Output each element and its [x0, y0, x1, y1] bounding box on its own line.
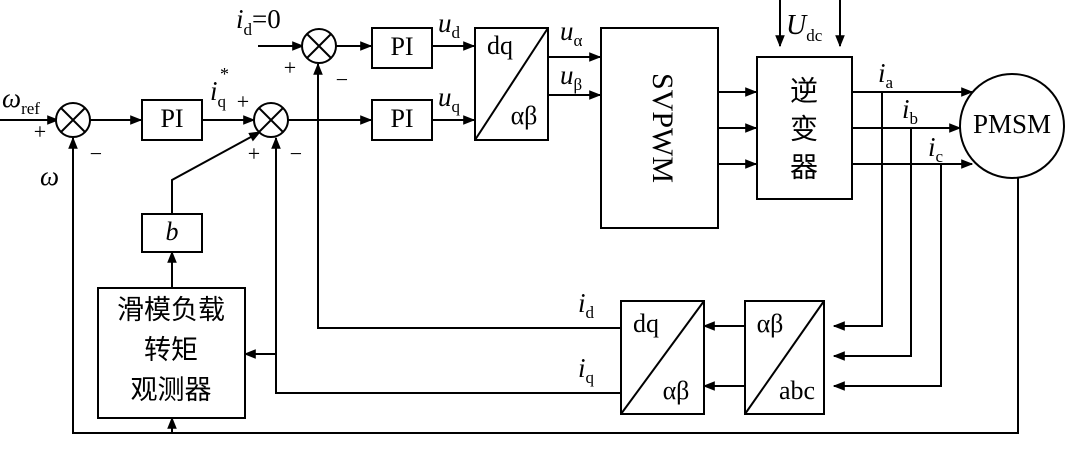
- summing-junction-speed: [55, 102, 91, 138]
- gain-b-label: b: [166, 217, 179, 246]
- inverter-block: 逆 变 器: [756, 56, 853, 200]
- iq-feedback-wire: [271, 136, 620, 394]
- inv-park-top-label: dq: [633, 309, 659, 338]
- ib-feedback-wire: [832, 128, 912, 361]
- clarke-bottom-label: abc: [779, 376, 815, 405]
- observer-label-3: 观测器: [131, 375, 212, 405]
- observer-label-1: 滑模负载: [117, 295, 225, 325]
- omega-feedback-label: ω: [40, 161, 59, 191]
- iq-feedback-label: iq: [578, 353, 595, 387]
- svpwm-block: SVPWM: [600, 27, 719, 229]
- id-ref-label: id=0: [236, 4, 281, 39]
- id-feedback-wire: [313, 62, 620, 329]
- ud-label: ud: [438, 8, 461, 42]
- pmsm-motor: PMSM: [959, 73, 1065, 179]
- inverter-label-2: 变: [790, 113, 818, 145]
- ia-label: ia: [878, 58, 894, 92]
- q-sum-plus-top: +: [237, 89, 249, 114]
- ic-label: ic: [928, 132, 944, 166]
- pi-speed-label: PI: [160, 104, 183, 133]
- pi-q-label: PI: [390, 104, 413, 133]
- pi-speed-controller: PI: [141, 99, 203, 141]
- iq-ref-label: iq: [210, 76, 227, 111]
- speed-sum-minus: −: [90, 141, 102, 166]
- observer-label-2: 转矩: [144, 335, 198, 365]
- ia-feedback-wire: [832, 92, 883, 331]
- inverse-park-transform-block: dq αβ: [474, 27, 549, 141]
- q-sum-minus: −: [290, 141, 302, 166]
- uq-label: uq: [438, 82, 461, 116]
- park-bottom-label: αβ: [511, 101, 538, 130]
- svpwm-label: SVPWM: [646, 73, 679, 183]
- speed-feedback-wire: [68, 136, 1019, 434]
- pmsm-label: PMSM: [973, 109, 1051, 139]
- inverter-label-3: 器: [790, 152, 818, 183]
- park-transform-block: dq αβ: [620, 300, 705, 415]
- pi-d-label: PI: [390, 32, 413, 61]
- d-sum-minus: −: [336, 67, 348, 92]
- ubeta-label: uβ: [560, 60, 582, 94]
- summing-junction-d: [301, 28, 337, 64]
- pi-d-controller: PI: [371, 27, 433, 69]
- omega-ref-label: ωref: [2, 83, 40, 118]
- ic-feedback-wire: [832, 164, 942, 391]
- signal-wires: [0, 0, 1019, 434]
- q-sum-plus-bottom: +: [248, 141, 260, 166]
- ualpha-label: uα: [560, 16, 583, 50]
- gain-to-sum-wire: [171, 131, 262, 214]
- sliding-mode-load-torque-observer: 滑模负载 转矩 观测器: [97, 287, 246, 419]
- summing-junction-q: [253, 102, 289, 138]
- iq-ref-star: *: [220, 64, 229, 84]
- gain-b-block: b: [141, 213, 203, 253]
- inverter-label-1: 逆: [790, 75, 818, 107]
- clarke-transform-block: αβ abc: [744, 300, 825, 415]
- pi-q-controller: PI: [371, 99, 433, 141]
- clarke-top-label: αβ: [757, 309, 784, 338]
- ib-label: ib: [902, 94, 918, 128]
- park-top-label: dq: [487, 31, 513, 60]
- id-feedback-label: id: [578, 288, 595, 322]
- speed-sum-plus: +: [34, 119, 46, 144]
- inv-park-bottom-label: αβ: [663, 376, 690, 405]
- d-sum-plus: +: [284, 55, 296, 80]
- udc-label: Udc: [786, 10, 823, 45]
